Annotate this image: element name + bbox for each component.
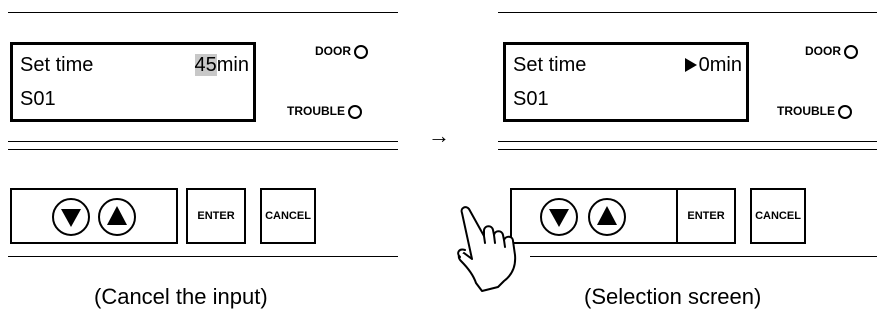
lcd-label: Set time [513, 54, 587, 76]
indicator-lamp-icon [838, 104, 852, 119]
lcd-code: S01 [20, 88, 56, 110]
indicator-lamp-icon [348, 104, 362, 119]
divider-top [498, 12, 877, 13]
right-triangle-cursor-icon [684, 58, 697, 72]
down-arrow-button-icon [61, 209, 81, 227]
lcd-value-number: 0 [698, 54, 710, 76]
door-indicator: DOOR [805, 43, 858, 59]
enter-button[interactable]: ENTER [186, 188, 246, 244]
door-label: DOOR [315, 44, 351, 58]
panel-selection-screen: Set time 0min S01 DOOR TROUBLE ENTER CAN… [490, 0, 877, 320]
panel-cancel-input: Set time 45min S01 DOOR TROUBLE ENTER CA… [0, 0, 400, 320]
caption: (Cancel the input) [94, 284, 268, 309]
caption: (Selection screen) [584, 284, 762, 309]
cancel-button[interactable]: CANCEL [750, 188, 806, 244]
pointing-hand-icon [457, 206, 517, 292]
divider-mid-2 [498, 149, 877, 150]
cancel-button[interactable]: CANCEL [260, 188, 316, 244]
transition-arrow: → [428, 123, 450, 148]
up-button[interactable] [98, 198, 136, 236]
down-arrow-button-icon [549, 209, 569, 227]
door-label: DOOR [805, 44, 841, 58]
up-button[interactable] [588, 198, 626, 236]
door-indicator: DOOR [315, 43, 368, 59]
divider-mid-2 [8, 149, 398, 150]
trouble-label: TROUBLE [287, 104, 345, 118]
divider-top [8, 12, 398, 13]
trouble-indicator: TROUBLE [777, 103, 852, 119]
lcd-value-number-highlighted: 45 [194, 54, 217, 76]
arrow-keypad [510, 188, 678, 244]
lcd-display: Set time 45min S01 [10, 42, 256, 122]
divider-bottom [8, 256, 398, 257]
divider-mid-1 [8, 141, 398, 142]
lcd-value: 0min [684, 53, 742, 77]
lcd-display: Set time 0min S01 [503, 42, 749, 122]
lcd-value-unit: min [216, 54, 249, 76]
trouble-indicator: TROUBLE [287, 103, 362, 119]
lcd-value-unit: min [709, 54, 742, 76]
down-button[interactable] [540, 198, 578, 236]
down-button[interactable] [52, 198, 90, 236]
divider-bottom [530, 256, 877, 257]
up-arrow-button-icon [597, 206, 617, 225]
indicator-lamp-icon [844, 44, 858, 59]
lcd-label: Set time [20, 54, 94, 76]
up-arrow-button-icon [107, 206, 127, 225]
divider-mid-1 [498, 141, 877, 142]
enter-button[interactable]: ENTER [676, 188, 736, 244]
trouble-label: TROUBLE [777, 104, 835, 118]
indicator-lamp-icon [354, 44, 368, 59]
lcd-code: S01 [513, 88, 549, 110]
lcd-value: 45min [194, 53, 249, 77]
arrow-keypad [10, 188, 178, 244]
